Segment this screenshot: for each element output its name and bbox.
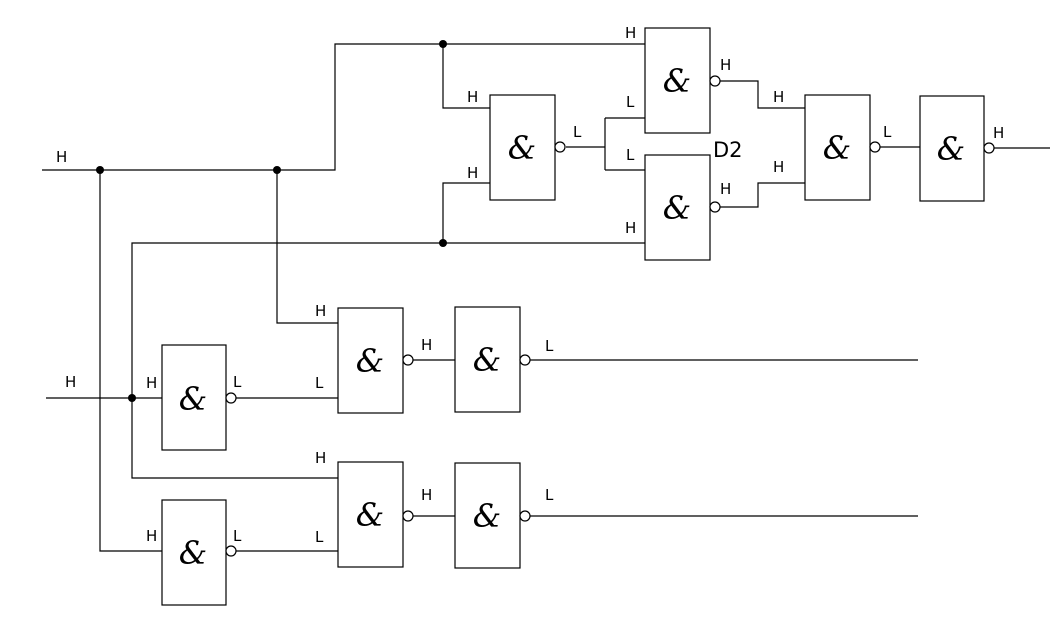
level-label: L [315, 374, 324, 392]
level-label: H [421, 486, 432, 504]
wires [42, 43, 1050, 552]
level-label: L [545, 337, 554, 355]
level-label: H [993, 124, 1004, 142]
gate-symbol: & [356, 496, 384, 534]
nand-gate-c: & [804, 94, 881, 201]
level-label: H [773, 158, 784, 176]
junction-dot [439, 40, 447, 48]
level-label: L [626, 146, 635, 164]
level-label: H [625, 24, 636, 42]
gate-symbol: & [508, 129, 536, 167]
level-label: H [146, 527, 157, 545]
wire-inv2-in [99, 170, 162, 552]
input-b-level: H [65, 373, 76, 391]
wire-gate-e-in1 [276, 170, 338, 324]
level-label: L [233, 527, 242, 545]
level-label: H [146, 374, 157, 392]
gate-symbol: & [823, 129, 851, 167]
nand-gate-g: & [337, 461, 414, 568]
wire-top-gate-in2 [442, 182, 490, 243]
junction-dot [439, 239, 447, 247]
gate-symbol: & [473, 497, 501, 535]
level-label: H [720, 180, 731, 198]
level-label: H [315, 302, 326, 320]
level-label: H [467, 164, 478, 182]
gate-label-d2: D2 [713, 138, 743, 162]
gate-symbol: & [937, 130, 965, 168]
nand-gate-d: & [919, 95, 995, 202]
junctions [96, 40, 447, 402]
gate-symbol: & [473, 341, 501, 379]
gate-symbol: & [179, 380, 207, 418]
level-label: H [467, 88, 478, 106]
junction-dot [128, 394, 136, 402]
level-label: L [233, 373, 242, 391]
input-a-level: H [56, 148, 67, 166]
level-label: H [720, 56, 731, 74]
level-label: H [773, 88, 784, 106]
nand-gate-d2-upper: & [644, 27, 721, 134]
signal-labels: H H H H L H L H L H H D2 H H L H H L H L… [56, 24, 1004, 546]
level-label: L [573, 123, 582, 141]
junction-dot [96, 166, 104, 174]
wire-gate-g-in1 [131, 398, 338, 479]
level-label: L [626, 93, 635, 111]
wire-gate-a-out [720, 80, 805, 109]
nand-gate-inv1: & [161, 344, 237, 451]
wire-gate-b-out [720, 182, 805, 208]
nand-gate-d2-lower: & [644, 154, 721, 261]
wire-input-b-long [131, 242, 645, 398]
level-label: H [315, 449, 326, 467]
nand-gate-inv2: & [161, 499, 237, 606]
level-label: L [883, 123, 892, 141]
nand-gate-f: & [454, 306, 531, 413]
level-label: H [421, 336, 432, 354]
gate-symbol: & [356, 342, 384, 380]
level-label: H [625, 219, 636, 237]
level-label: L [315, 528, 324, 546]
nand-gate-e: & [337, 307, 414, 414]
junction-dot [273, 166, 281, 174]
nand-gate-h: & [454, 462, 531, 569]
wire-top-gate-in1 [442, 44, 490, 109]
gate-symbol: & [179, 534, 207, 572]
wire-input-a [42, 43, 645, 171]
gate-symbol: & [663, 189, 691, 227]
gate-symbol: & [663, 62, 691, 100]
level-label: L [545, 486, 554, 504]
nand-gate-top: & [489, 94, 566, 201]
